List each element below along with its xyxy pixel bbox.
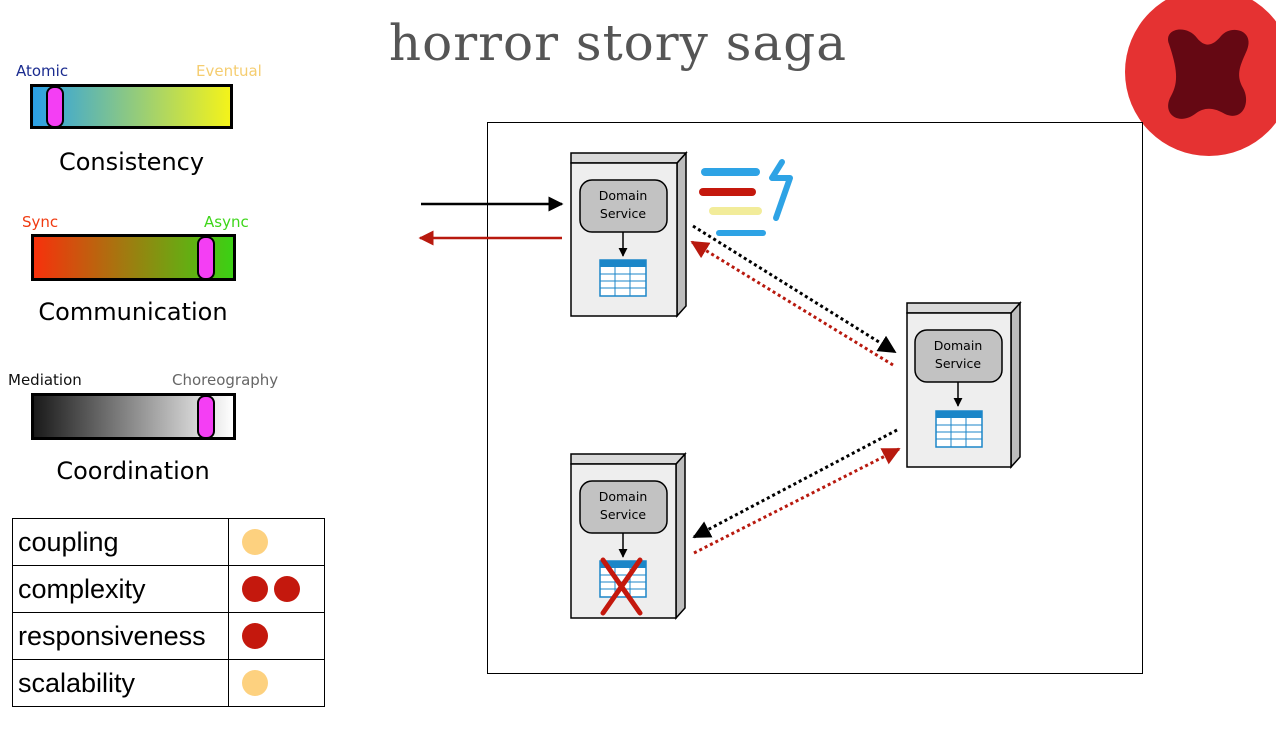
event-stack-icon bbox=[699, 159, 793, 236]
rating-dot bbox=[242, 670, 268, 696]
communication-slider-knob bbox=[197, 236, 215, 280]
communication-slider bbox=[31, 234, 236, 281]
service-label-line1: Domain bbox=[599, 188, 648, 203]
service-label-line1: Domain bbox=[599, 489, 648, 504]
database-table-icon bbox=[599, 259, 647, 297]
service-label-line1: Domain bbox=[934, 338, 983, 353]
domain-service-node-1: Domain Service bbox=[570, 151, 688, 318]
response-arrow bbox=[693, 447, 901, 555]
consistency-title: Consistency bbox=[58, 148, 205, 176]
consistency-left-label: Atomic bbox=[16, 62, 69, 80]
response-arrow bbox=[690, 240, 894, 367]
metric-rating bbox=[228, 659, 325, 707]
domain-service-node-3: Domain Service bbox=[570, 452, 687, 620]
metrics-table: coupling complexity responsiveness scala… bbox=[12, 518, 325, 707]
consistency-right-label: Eventual bbox=[196, 62, 262, 80]
domain-service-node-2: Domain Service bbox=[906, 301, 1022, 469]
rating-dot bbox=[274, 576, 300, 602]
service-label-line2: Service bbox=[935, 356, 982, 371]
table-row: responsiveness bbox=[12, 612, 325, 660]
communication-left-label: Sync bbox=[22, 213, 59, 231]
metric-name: scalability bbox=[12, 659, 229, 707]
request-arrow bbox=[692, 428, 898, 539]
coordination-left-label: Mediation bbox=[8, 371, 82, 389]
failure-x-icon bbox=[1168, 29, 1249, 119]
request-arrow bbox=[692, 224, 897, 354]
coordination-slider-knob bbox=[197, 395, 215, 439]
metric-name: responsiveness bbox=[12, 612, 229, 660]
coordination-title: Coordination bbox=[56, 457, 210, 485]
failure-badge bbox=[1125, 0, 1276, 156]
consistency-slider-knob bbox=[46, 86, 64, 128]
database-table-icon bbox=[935, 410, 983, 448]
slide-title: horror story saga bbox=[388, 14, 848, 72]
coordination-right-label: Choreography bbox=[172, 371, 279, 389]
failure-x-icon bbox=[600, 557, 643, 616]
rating-dot bbox=[242, 529, 268, 555]
metric-name: complexity bbox=[12, 565, 229, 613]
rating-dot bbox=[242, 623, 268, 649]
service-label-line2: Service bbox=[600, 507, 647, 522]
metric-rating bbox=[228, 565, 325, 613]
table-row: complexity bbox=[12, 565, 325, 613]
communication-right-label: Async bbox=[204, 213, 249, 231]
table-row: scalability bbox=[12, 659, 325, 707]
coordination-slider bbox=[31, 393, 236, 440]
consistency-slider bbox=[30, 84, 233, 129]
metric-rating bbox=[228, 612, 325, 660]
rating-dot bbox=[242, 576, 268, 602]
service-label-line2: Service bbox=[600, 206, 647, 221]
communication-title: Communication bbox=[38, 298, 228, 326]
